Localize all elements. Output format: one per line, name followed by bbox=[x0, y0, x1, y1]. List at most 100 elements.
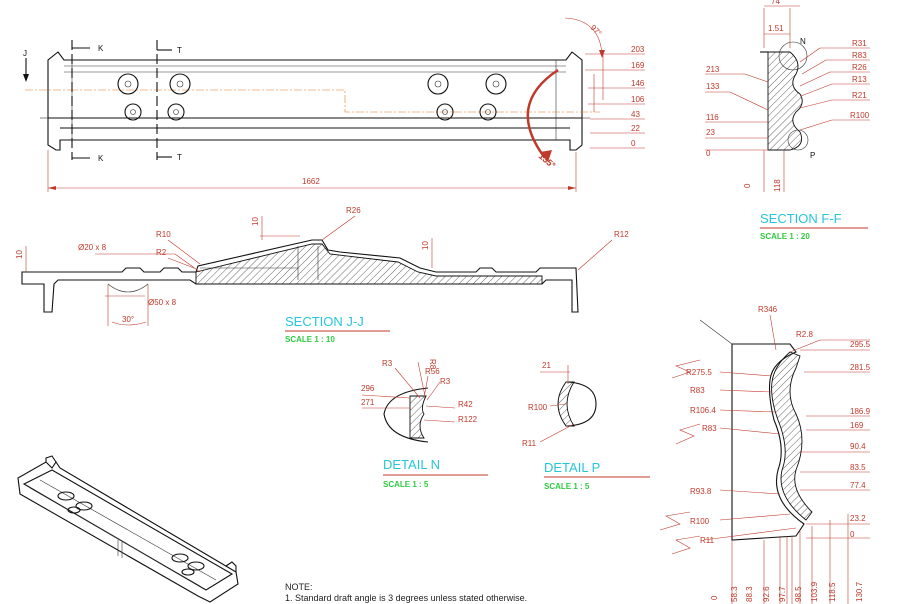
section-ff-scale: SCALE 1 : 20 bbox=[760, 232, 810, 241]
jj-hole-20-dim: Ø20 x 8 bbox=[78, 243, 107, 252]
detail-n-r122: R122 bbox=[458, 415, 478, 424]
large-right-2815: 281.5 bbox=[850, 363, 871, 372]
large-bottom-0: 0 bbox=[710, 595, 719, 600]
section-marker-j: J bbox=[23, 49, 27, 58]
detail-p-view: 21 R100 R11 DETAIL P SCALE 1 : 5 bbox=[522, 361, 650, 491]
ff-left-dim-0: 0 bbox=[706, 149, 711, 158]
overall-length-dim: 1662 bbox=[302, 177, 320, 186]
large-right-835: 83.5 bbox=[850, 463, 866, 472]
ff-right-dim-r83: R83 bbox=[852, 51, 867, 60]
top-view: K K T T J 1662 97° 135° 2 bbox=[23, 17, 645, 192]
detail-p-r100: R100 bbox=[528, 403, 548, 412]
ff-bottom-dim-0: 0 bbox=[743, 183, 752, 188]
ff-top-dim-151: 1.51 bbox=[768, 24, 784, 33]
section-jj-scale: SCALE 1 : 10 bbox=[285, 335, 335, 344]
detail-n-view: R3 R56 R8 R3 R42 R122 296 271 DETAIL N S… bbox=[361, 359, 488, 489]
large-left-r2755: R275.5 bbox=[686, 368, 712, 377]
ff-label-n: N bbox=[800, 37, 806, 46]
large-right-0: 0 bbox=[850, 530, 855, 539]
ff-label-p: P bbox=[810, 151, 815, 160]
detail-n-r56: R56 bbox=[425, 367, 440, 376]
isometric-view bbox=[17, 455, 239, 603]
height-dim-22: 22 bbox=[631, 124, 640, 133]
large-bottom-1185: 118.5 bbox=[828, 582, 837, 602]
detail-n-271: 271 bbox=[361, 398, 375, 407]
large-left-r83-a: R83 bbox=[690, 386, 705, 395]
detail-p-title: DETAIL P bbox=[544, 460, 600, 475]
large-bottom-1039: 103.9 bbox=[810, 581, 819, 602]
height-dim-203: 203 bbox=[631, 45, 645, 54]
detail-p-21: 21 bbox=[542, 361, 551, 370]
large-bottom-1307: 130.7 bbox=[855, 581, 864, 602]
section-marker-k-bottom: K bbox=[98, 154, 104, 163]
notes-line-1: 1. Standard draft angle is 3 degrees unl… bbox=[285, 593, 527, 603]
detail-n-r42: R42 bbox=[458, 400, 473, 409]
large-right-2955: 295.5 bbox=[850, 340, 871, 349]
large-left-r1064: R106.4 bbox=[690, 406, 716, 415]
jj-hole-50-dim: Ø50 x 8 bbox=[148, 298, 177, 307]
large-bottom-883: 88.3 bbox=[745, 586, 754, 602]
detail-n-scale: SCALE 1 : 5 bbox=[383, 480, 429, 489]
section-jj-view: Ø20 x 8 R10 R2 R26 10 10 10 R12 Ø50 x 8 … bbox=[15, 206, 629, 344]
jj-dim-10-mid: 10 bbox=[421, 241, 430, 250]
jj-r10-dim: R10 bbox=[156, 230, 171, 239]
section-marker-t-top: T bbox=[177, 46, 182, 55]
detail-n-title: DETAIL N bbox=[383, 457, 440, 472]
large-section-view: R346 R2.8 295.5 281.5 186.9 169 90.4 83.… bbox=[659, 305, 871, 604]
height-dim-106: 106 bbox=[631, 95, 645, 104]
height-dim-169: 169 bbox=[631, 61, 645, 70]
height-dim-146: 146 bbox=[631, 79, 645, 88]
ff-left-dim-213: 213 bbox=[706, 65, 720, 74]
detail-n-r3-a: R3 bbox=[382, 359, 393, 368]
ff-right-dim-r21: R21 bbox=[852, 91, 867, 100]
large-right-232: 23.2 bbox=[850, 514, 866, 523]
large-right-dims: R2.8 295.5 281.5 186.9 169 90.4 83.5 77.… bbox=[789, 330, 871, 539]
angle-135-dim: 135° bbox=[537, 151, 558, 171]
large-top-label-r346: R346 bbox=[758, 305, 778, 314]
section-marker-t-bottom: T bbox=[177, 153, 182, 162]
ff-top-dim-74: 74 bbox=[771, 0, 780, 6]
large-left-r938: R93.8 bbox=[690, 487, 712, 496]
ff-right-dim-r26: R26 bbox=[852, 63, 867, 72]
angle-97-dim: 97° bbox=[589, 23, 604, 38]
jj-dim-10-top: 10 bbox=[251, 217, 260, 226]
large-left-r11: R11 bbox=[700, 536, 715, 545]
large-right-r28: R2.8 bbox=[796, 330, 813, 339]
ff-right-dim-r31: R31 bbox=[852, 39, 867, 48]
large-bottom-583: 58.3 bbox=[730, 586, 739, 602]
detail-p-r11: R11 bbox=[522, 439, 537, 448]
ff-left-dim-23: 23 bbox=[706, 128, 715, 137]
ff-left-dim-133: 133 bbox=[706, 82, 720, 91]
section-marker-k-top: K bbox=[98, 44, 104, 53]
ff-right-dim-r13: R13 bbox=[852, 75, 867, 84]
boss-row-bottom bbox=[124, 103, 497, 121]
large-bottom-985: 98.5 bbox=[794, 586, 803, 602]
section-ff-title: SECTION F-F bbox=[760, 211, 842, 226]
notes-heading: NOTE: bbox=[285, 582, 313, 592]
large-left-r100: R100 bbox=[690, 517, 710, 526]
large-right-904: 90.4 bbox=[850, 442, 866, 451]
height-dim-ladder: 203 169 146 106 43 22 0 bbox=[585, 45, 645, 149]
detail-n-296: 296 bbox=[361, 384, 375, 393]
detail-n-r3-b: R3 bbox=[440, 377, 451, 386]
boss-row-top bbox=[117, 73, 507, 95]
ff-bottom-dim-118: 118 bbox=[773, 179, 782, 192]
drawing-notes: NOTE: 1. Standard draft angle is 3 degre… bbox=[285, 582, 527, 603]
section-jj-title: SECTION J-J bbox=[285, 314, 364, 329]
height-dim-43: 43 bbox=[631, 110, 640, 119]
jj-angle-30-dim: 30° bbox=[122, 315, 134, 324]
large-right-169: 169 bbox=[850, 421, 864, 430]
ff-right-dim-r100: R100 bbox=[850, 111, 870, 120]
large-left-dims: R275.5 R83 R106.4 R83 R93.8 R100 R11 bbox=[659, 359, 797, 555]
large-right-774: 77.4 bbox=[850, 481, 866, 490]
jj-r12-dim: R12 bbox=[614, 230, 629, 239]
large-bottom-977: 97.7 bbox=[778, 586, 787, 602]
section-ff-view: 74 1.51 N P 213 133 116 23 0 R31 R83 R26… bbox=[705, 0, 870, 241]
jj-r26-dim: R26 bbox=[346, 206, 361, 215]
detail-p-scale: SCALE 1 : 5 bbox=[544, 482, 590, 491]
detail-n-r8: R8 bbox=[428, 359, 437, 370]
ff-left-dim-116: 116 bbox=[706, 113, 719, 122]
jj-r2-dim: R2 bbox=[156, 248, 167, 257]
large-bottom-926: 92.6 bbox=[762, 586, 771, 602]
